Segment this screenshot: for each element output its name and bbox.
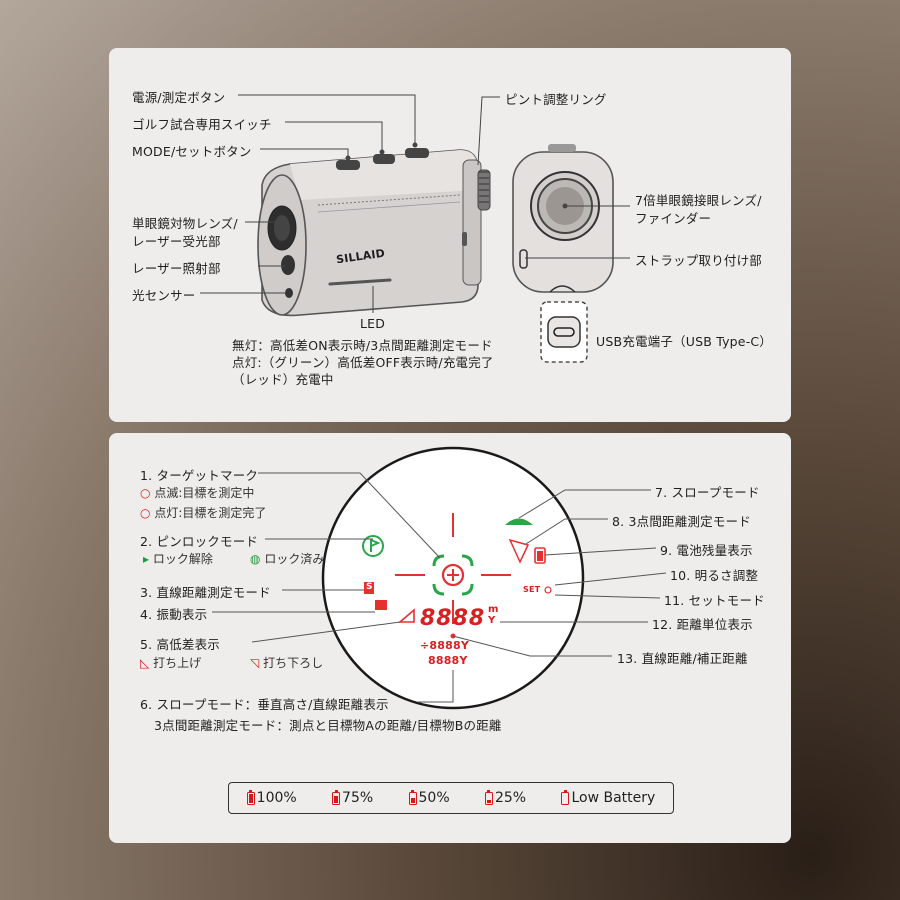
label-target-mark: 1. ターゲットマーク bbox=[140, 468, 259, 483]
battery-100: 100% bbox=[246, 789, 297, 806]
battery-50: 50% bbox=[408, 789, 450, 806]
battery-25: 25% bbox=[484, 789, 527, 806]
label-power-button: 電源/測定ボタン bbox=[132, 90, 226, 105]
label-golf-switch: ゴルフ試合専用スイッチ bbox=[132, 117, 272, 132]
battery-icon bbox=[332, 789, 341, 805]
battery-legend: 100% 75% 50% 25% Low Battery bbox=[228, 782, 674, 814]
label-laser-receiver: レーザー受光部 bbox=[132, 234, 221, 249]
ring-icon: ○ bbox=[140, 486, 151, 500]
label-3point-mode: 8. 3点間距離測定モード bbox=[612, 514, 751, 529]
label-brightness: 10. 明るさ調整 bbox=[670, 568, 759, 583]
label-set-mode: 11. セットモード bbox=[664, 593, 765, 608]
display-main-digits: 8888 bbox=[420, 606, 486, 631]
label-battery-level: 9. 電池残量表示 bbox=[660, 543, 753, 558]
label-height-diff: 5. 高低差表示 bbox=[140, 637, 220, 652]
label-light-sensor: 光センサー bbox=[132, 288, 196, 303]
label-strap-mount: ストラップ取り付け部 bbox=[635, 253, 763, 268]
uphill-text: 打ち上げ bbox=[153, 656, 202, 670]
battery-icon bbox=[408, 789, 417, 805]
label-slope-mode: 7. スロープモード bbox=[655, 485, 760, 500]
label-objective-lens: 単眼鏡対物レンズ/ bbox=[132, 216, 238, 231]
target-blinking-text: 点滅:目標を測定中 bbox=[154, 486, 255, 500]
label-led-off: 無灯：高低差ON表示時/3点間距離測定モード bbox=[232, 338, 493, 353]
label-vibration: 4. 振動表示 bbox=[140, 607, 208, 622]
battery-25-label: 25% bbox=[494, 790, 527, 806]
label-led: LED bbox=[360, 316, 386, 331]
display-s-icon: S bbox=[366, 582, 373, 592]
target-blinking-note: ○ 点滅:目標を測定中 bbox=[140, 484, 254, 501]
battery-low: Low Battery bbox=[561, 789, 656, 806]
battery-75-label: 75% bbox=[342, 790, 374, 806]
display-unit-m: m bbox=[488, 604, 499, 615]
pin-locked-note: ◍ ロック済み bbox=[250, 550, 324, 567]
display-set: SET bbox=[523, 585, 541, 594]
label-distance-unit: 12. 距離単位表示 bbox=[652, 617, 753, 632]
label-laser-emitter: レーザー照射部 bbox=[132, 261, 221, 276]
label-usb-port: USB充電端子（USB Type-C） bbox=[596, 334, 773, 349]
top-leader-lines bbox=[200, 94, 630, 313]
pin-unlock-text: ロック解除 bbox=[152, 552, 213, 566]
label-finder: ファインダー bbox=[635, 211, 712, 226]
pin-locked-icon: ◍ bbox=[250, 552, 261, 566]
target-steady-note: ○ 点灯:目標を測定完了 bbox=[140, 504, 266, 521]
label-focus-ring: ピント調整リング bbox=[505, 92, 607, 107]
pin-unlock-note: ▸ ロック解除 bbox=[143, 550, 213, 567]
rangefinder-rear-view bbox=[512, 144, 614, 363]
display-line3: 8888Y bbox=[428, 654, 468, 667]
downhill-icon: ◹ bbox=[250, 656, 260, 670]
label-led-red: （レッド）充電中 bbox=[232, 372, 334, 387]
target-steady-text: 点灯:目標を測定完了 bbox=[154, 506, 267, 520]
battery-50-label: 50% bbox=[418, 790, 450, 806]
ring-icon: ○ bbox=[140, 506, 151, 520]
label-led-green: 点灯:（グリーン）高低差OFF表示時/充電完了 bbox=[232, 355, 494, 370]
battery-low-label: Low Battery bbox=[571, 790, 656, 806]
label-eyepiece: 7倍単眼鏡接眼レンズ/ bbox=[635, 193, 762, 208]
uphill-note: ◺ 打ち上げ bbox=[140, 654, 201, 671]
label-distance-type: 13. 直線距離/補正距離 bbox=[617, 651, 748, 666]
bottom-leader-lines bbox=[212, 472, 667, 703]
battery-100-label: 100% bbox=[256, 790, 297, 806]
battery-icon bbox=[561, 789, 570, 805]
display-unit-y: Y bbox=[488, 615, 496, 626]
viewfinder-display bbox=[321, 446, 585, 710]
battery-icon bbox=[246, 789, 255, 805]
label-mode-button: MODE/セットボタン bbox=[132, 144, 252, 159]
downhill-note: ◹ 打ち下ろし bbox=[250, 654, 323, 671]
label-straight-mode: 3. 直線距離測定モード bbox=[140, 585, 271, 600]
downhill-text: 打ち下ろし bbox=[263, 656, 324, 670]
rangefinder-body bbox=[257, 148, 491, 317]
flag-icon: ▸ bbox=[143, 552, 150, 566]
label-slope-display: 6. スロープモード：垂直高さ/直線距離表示 bbox=[140, 697, 389, 712]
pin-locked-text: ロック済み bbox=[264, 552, 325, 566]
label-pin-lock: 2. ピンロックモード bbox=[140, 534, 259, 549]
uphill-icon: ◺ bbox=[140, 656, 150, 670]
battery-75: 75% bbox=[332, 789, 374, 806]
label-3point-display: 3点間距離測定モード：測点と目標物Aの距離/目標物Bの距離 bbox=[154, 718, 502, 733]
battery-icon bbox=[484, 789, 493, 805]
display-line2: ÷8888Y bbox=[420, 639, 469, 652]
